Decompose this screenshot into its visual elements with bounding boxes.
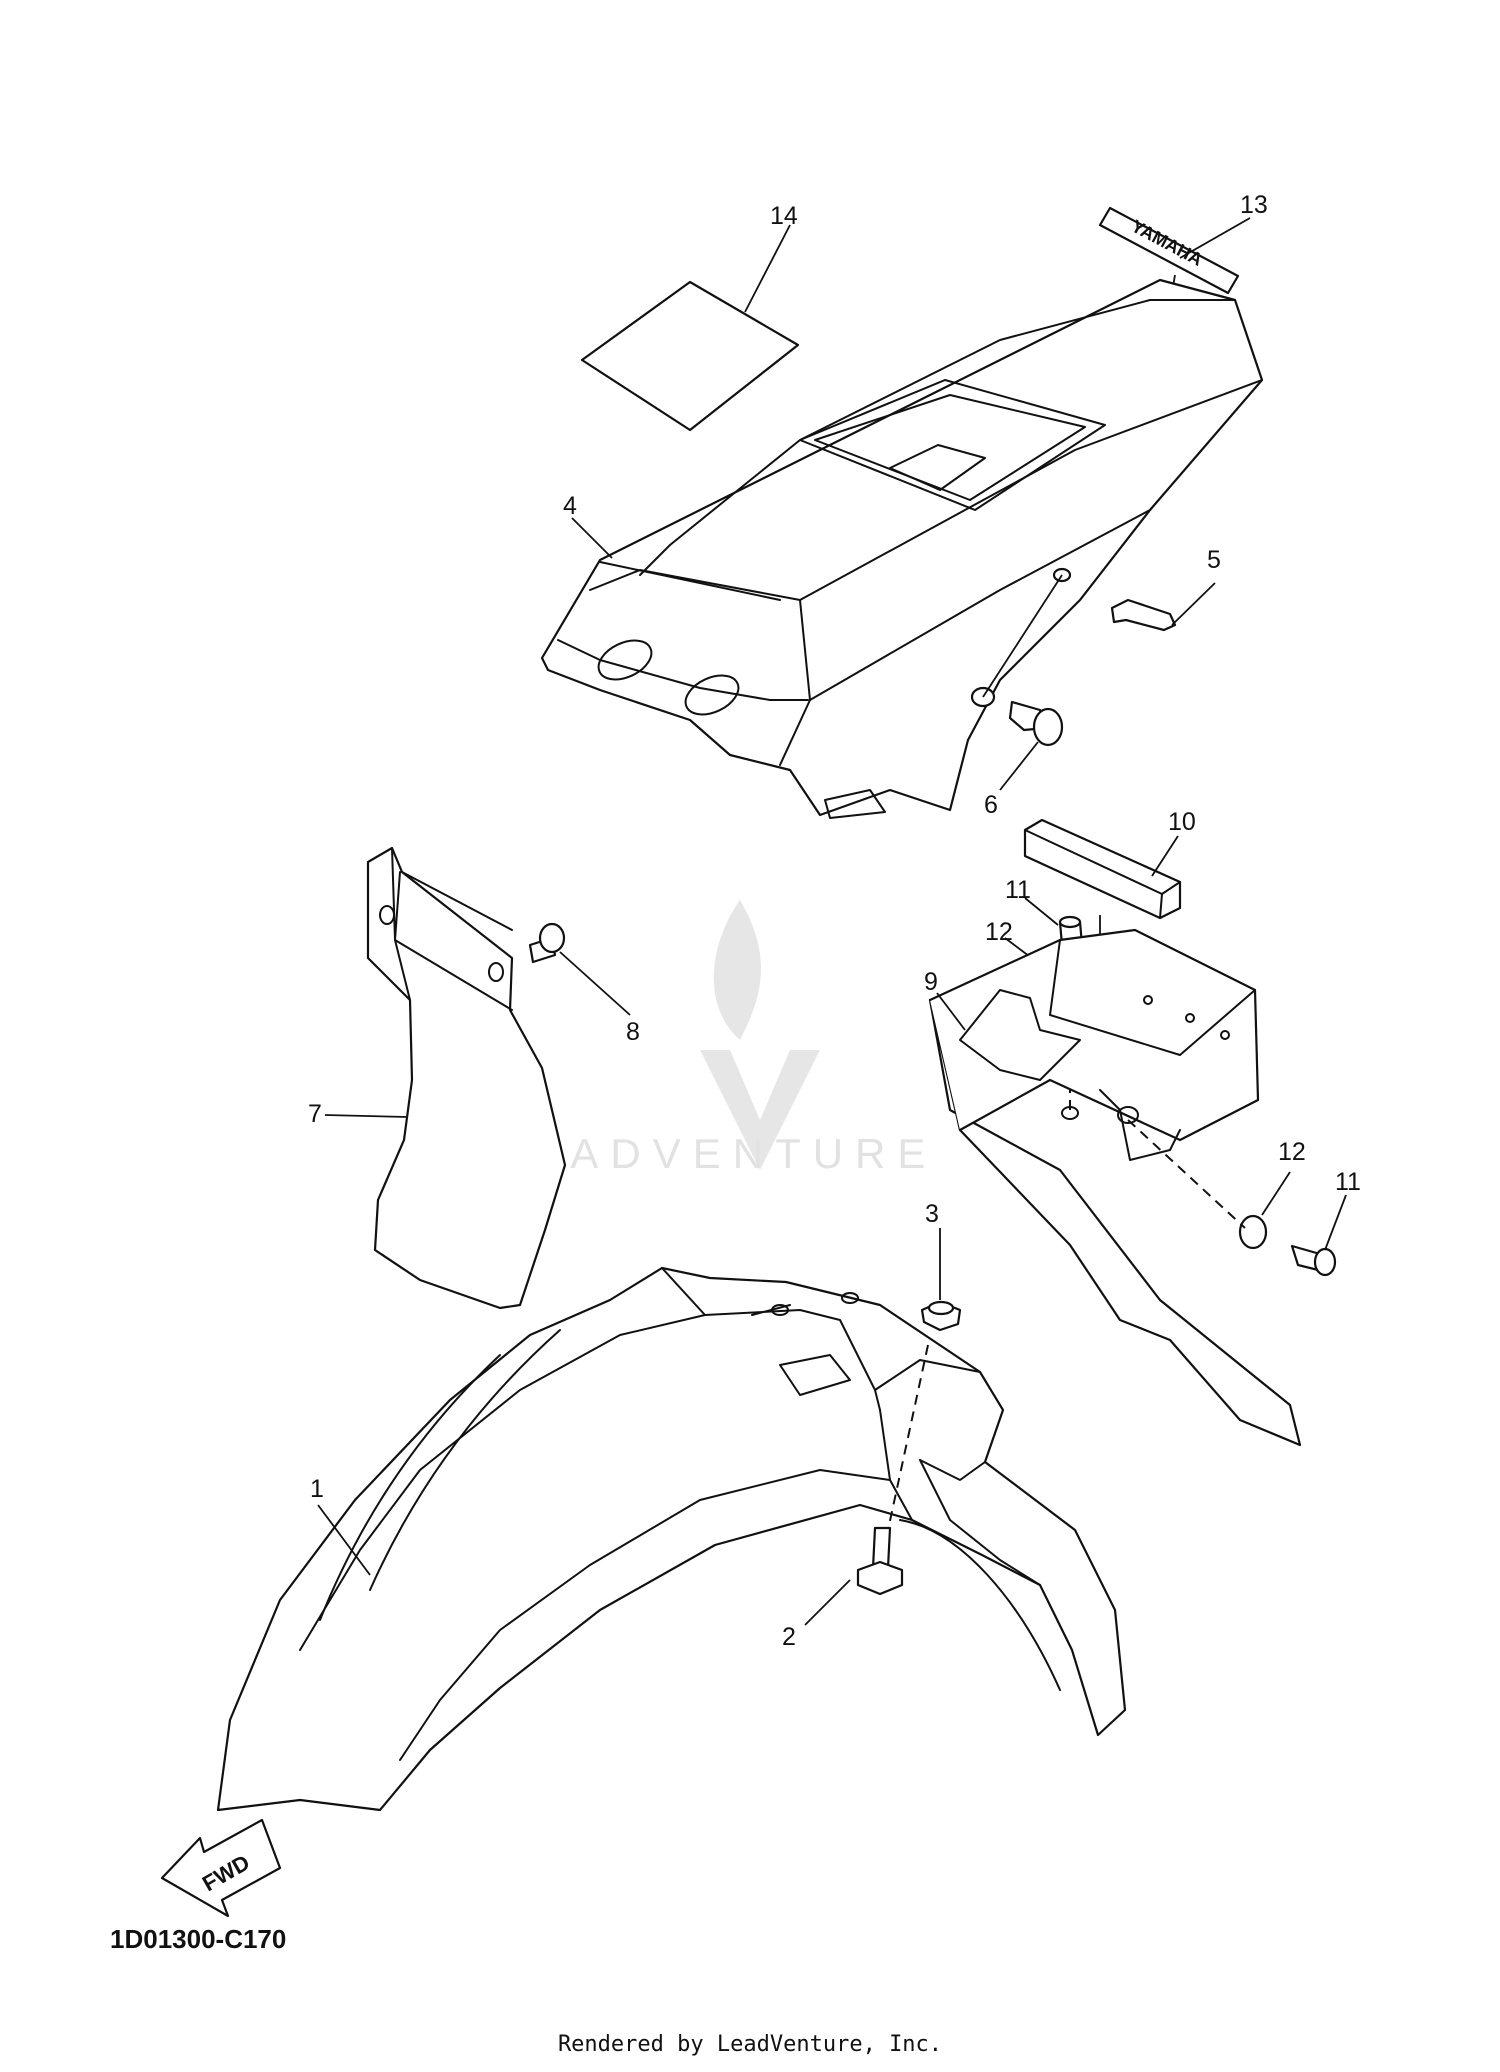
diagram-code: 1D01300-C170 (110, 1924, 287, 1954)
part-6-screw (970, 574, 1064, 791)
callout-6: 6 (984, 791, 998, 819)
part-2-bolt (804, 1526, 904, 1626)
callout-13: 13 (1240, 191, 1268, 219)
callout-1: 1 (310, 1475, 324, 1503)
fwd-arrow-icon: FWD (160, 1818, 282, 1918)
callout-2: 2 (782, 1623, 796, 1651)
part-9-bracket (928, 928, 1302, 1447)
part-11-12-lower-fasteners (1127, 1119, 1347, 1277)
callout-3: 3 (925, 1200, 939, 1228)
part-5-rivet (1052, 567, 1216, 632)
watermark-text: LEADVENTURE (495, 1130, 937, 1177)
callout-12-upper: 12 (985, 918, 1013, 946)
callout-11-lower: 11 (1335, 1168, 1361, 1196)
callout-9: 9 (924, 968, 938, 996)
part-4-rear-cover (540, 278, 1264, 819)
part-7-mudflap (324, 846, 567, 1310)
part-14-sticker (580, 224, 800, 432)
callout-4: 4 (563, 492, 577, 520)
render-credit: Rendered by LeadVenture, Inc. (557, 2032, 943, 2057)
callout-5: 5 (1207, 546, 1221, 574)
part-1-fender (216, 1266, 1127, 1812)
part-8-bolt (528, 922, 631, 1016)
callout-8: 8 (626, 1018, 640, 1046)
callout-11-upper: 11 (1005, 876, 1031, 904)
part-3-nut (887, 1228, 962, 1531)
callout-7: 7 (308, 1100, 322, 1128)
watermark-logo: LEADVENTURE (495, 900, 937, 1177)
callout-12-lower: 12 (1278, 1138, 1306, 1166)
callout-10: 10 (1168, 808, 1196, 836)
callout-14: 14 (770, 202, 798, 230)
callouts: 1 2 3 4 5 6 7 8 9 10 11 12 11 12 13 14 (308, 191, 1361, 1651)
